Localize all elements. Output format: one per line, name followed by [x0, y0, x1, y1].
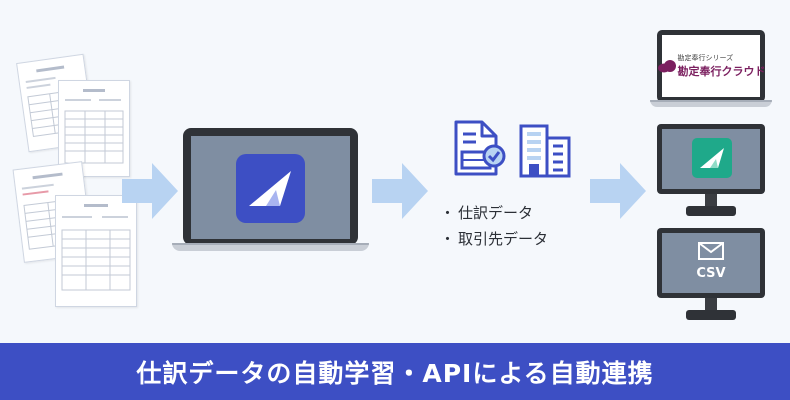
document-icon — [454, 120, 506, 176]
brand-sub: 勘定奉行シリーズ — [677, 54, 734, 62]
cloud-icon — [657, 60, 676, 73]
data-type-list: ・仕訳データ ・取引先データ — [440, 200, 548, 252]
laptop-base — [172, 243, 369, 251]
monitor-stand — [705, 194, 717, 206]
kanjo-bugyo-logo: 勘定奉行シリーズ 勘定奉行クラウド — [657, 35, 766, 97]
flow-arrow — [372, 163, 428, 219]
footer-banner: 仕訳データの自動学習・APIによる自動連携 — [0, 343, 790, 400]
building-icon — [519, 124, 571, 178]
app-logo-icon — [692, 138, 732, 178]
monitor-display: CSV — [662, 233, 760, 293]
data-type-supplier: 取引先データ — [458, 230, 549, 248]
list-item: ・仕訳データ — [440, 204, 534, 222]
monitor-foot — [686, 310, 736, 320]
monitor-foot — [686, 206, 736, 216]
flow-arrow — [122, 163, 178, 219]
email-icon — [698, 242, 724, 260]
invoice-document — [55, 195, 137, 307]
flow-arrow — [590, 163, 646, 219]
monitor-stand — [705, 298, 717, 310]
csv-label: CSV — [696, 266, 726, 281]
list-item: ・取引先データ — [440, 230, 549, 248]
brand-name: 勘定奉行クラウド — [677, 65, 766, 78]
footer-title: 仕訳データの自動学習・APIによる自動連携 — [136, 358, 654, 388]
invoice-document — [58, 80, 130, 177]
data-type-journal: 仕訳データ — [458, 204, 534, 222]
laptop-base — [650, 100, 772, 107]
app-logo-icon — [236, 154, 305, 223]
